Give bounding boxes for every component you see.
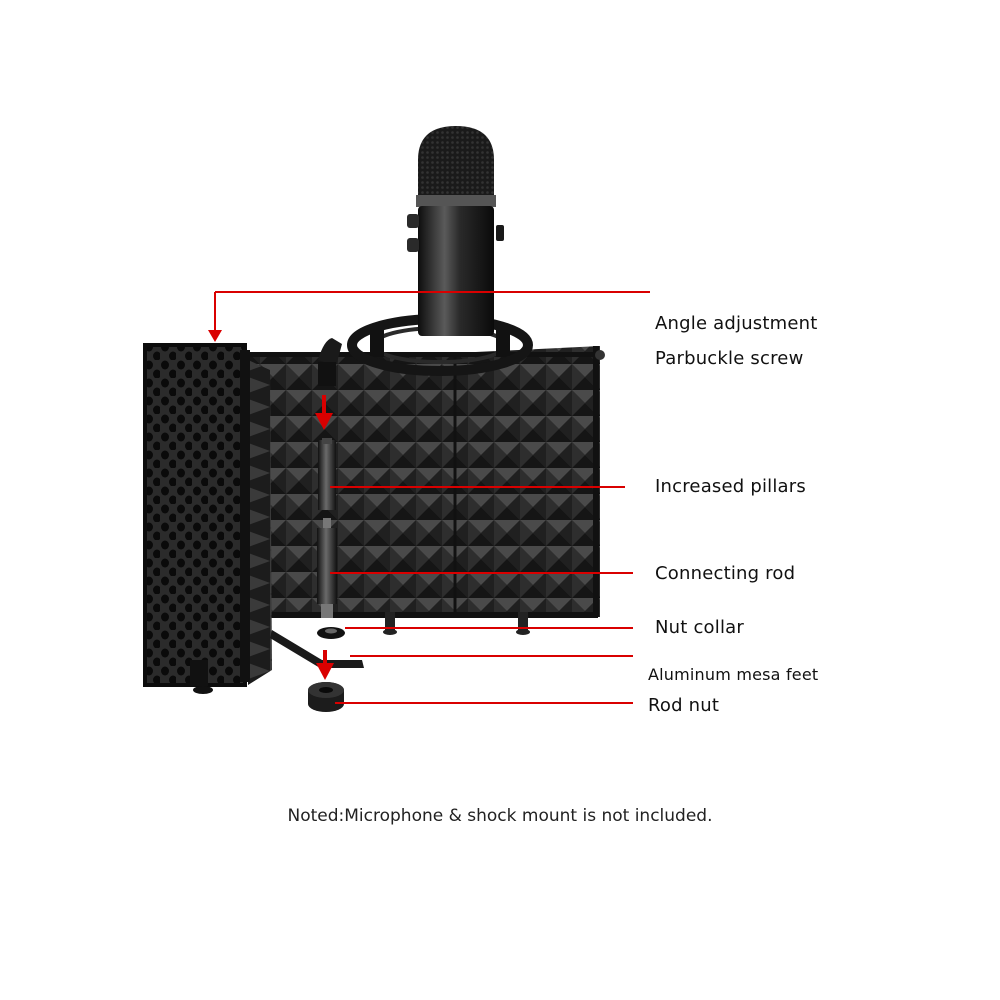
foam-panels (246, 346, 605, 618)
left-panel (143, 343, 272, 694)
label-rod-nut: Rod nut (648, 695, 720, 716)
microphone (407, 126, 504, 336)
disclaimer-note: Noted:Microphone & shock mount is not in… (287, 806, 713, 826)
arrowhead-pillar (315, 413, 333, 430)
label-parbuckle-screw: Parbuckle screw (655, 348, 804, 369)
arrowhead-rod-nut (316, 663, 334, 680)
label-aluminum-mesa-feet: Aluminum mesa feet (648, 665, 819, 684)
label-increased-pillars: Increased pillars (655, 476, 806, 497)
label-nut-collar: Nut collar (655, 617, 744, 638)
label-connecting-rod: Connecting rod (655, 563, 796, 584)
aluminum-mesa-feet (383, 612, 530, 635)
leader-lines (208, 291, 650, 704)
arrowhead-angle-adjustment (208, 330, 222, 342)
label-angle-adjustment: Angle adjustment (655, 313, 818, 334)
rod-assembly (270, 338, 364, 712)
